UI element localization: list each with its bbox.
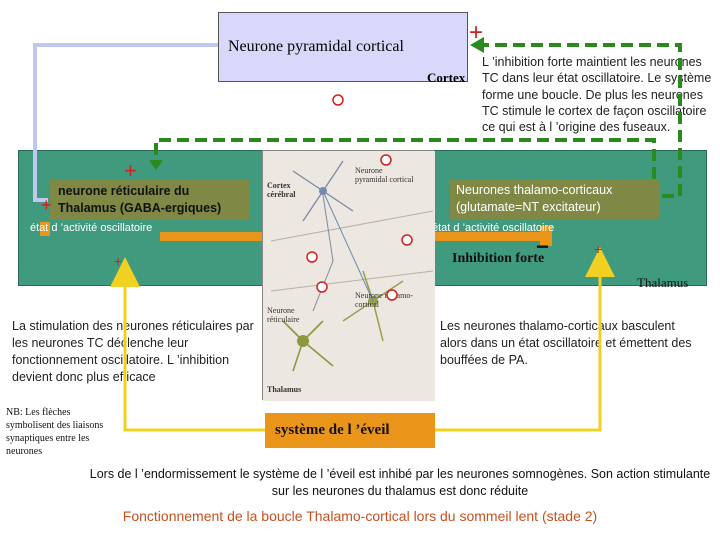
tc-neuron-label: Neurones thalamo-corticaux (glutamate=NT… bbox=[450, 179, 660, 219]
micrograph-drawing bbox=[263, 151, 435, 401]
left-explanation: La stimulation des neurones réticulaires… bbox=[12, 319, 254, 384]
micro-tc-label: Neurone thalamo-cortical bbox=[355, 291, 413, 309]
thalamus-left-plus-sign: + bbox=[114, 253, 123, 269]
awake-system-box: système de l ’éveil bbox=[265, 413, 435, 448]
bottom-explanation: Lors de l ’endormissement le système de … bbox=[89, 467, 711, 498]
cortex-neuron-title: Neurone pyramidal cortical bbox=[228, 38, 404, 55]
left-state-label: état d ’activité oscillatoire bbox=[30, 222, 153, 234]
tc-neuron-text: Neurones thalamo-corticaux (glutamate=NT… bbox=[456, 183, 613, 214]
top-right-explanation: L ’inhibition forte maintient les neuron… bbox=[482, 55, 712, 134]
cortex-label: Cortex bbox=[427, 70, 466, 85]
cortex-plus-sign: + bbox=[469, 19, 484, 46]
reticular-neuron-text: neurone réticulaire du Thalamus (GABA-er… bbox=[58, 184, 222, 215]
right-state-label: état d ’activité oscillatoire bbox=[432, 222, 555, 234]
inhibition-minus-sign: − bbox=[536, 234, 549, 259]
reticular-neuron-label: neurone réticulaire du Thalamus (GABA-er… bbox=[50, 180, 250, 220]
thalamus-label: Thalamus bbox=[637, 275, 689, 290]
nb-note: NB: Les flèches symbolisent des liaisons… bbox=[6, 407, 104, 457]
micro-cortex-label: Cortex cérébral bbox=[267, 181, 296, 199]
right-explanation: Les neurones thalamo-corticaux basculent… bbox=[440, 319, 692, 367]
micro-pyramidal-label: Neurone pyramidal cortical bbox=[355, 166, 414, 184]
reticular-plus-sign: + bbox=[124, 158, 137, 183]
inhibition-bar-left-tick bbox=[40, 222, 50, 236]
inhibition-bar-right-tick bbox=[540, 226, 552, 246]
figure-title: Fonctionnement de la boucle Thalamo-cort… bbox=[122, 508, 598, 524]
awake-system-label: système de l ’éveil bbox=[275, 422, 390, 438]
inhibition-label: Inhibition forte bbox=[452, 251, 545, 266]
micro-reticular-label: Neurone réticulaire bbox=[267, 306, 300, 324]
neuron-micrograph: Cortex cérébral Neurone pyramidal cortic… bbox=[262, 150, 435, 401]
thalamus-right-plus-sign: + bbox=[594, 241, 603, 257]
micro-thalamus-label: Thalamus bbox=[267, 385, 302, 394]
cortex-box bbox=[218, 12, 468, 82]
reticular-left-plus-sign: + bbox=[41, 195, 52, 215]
